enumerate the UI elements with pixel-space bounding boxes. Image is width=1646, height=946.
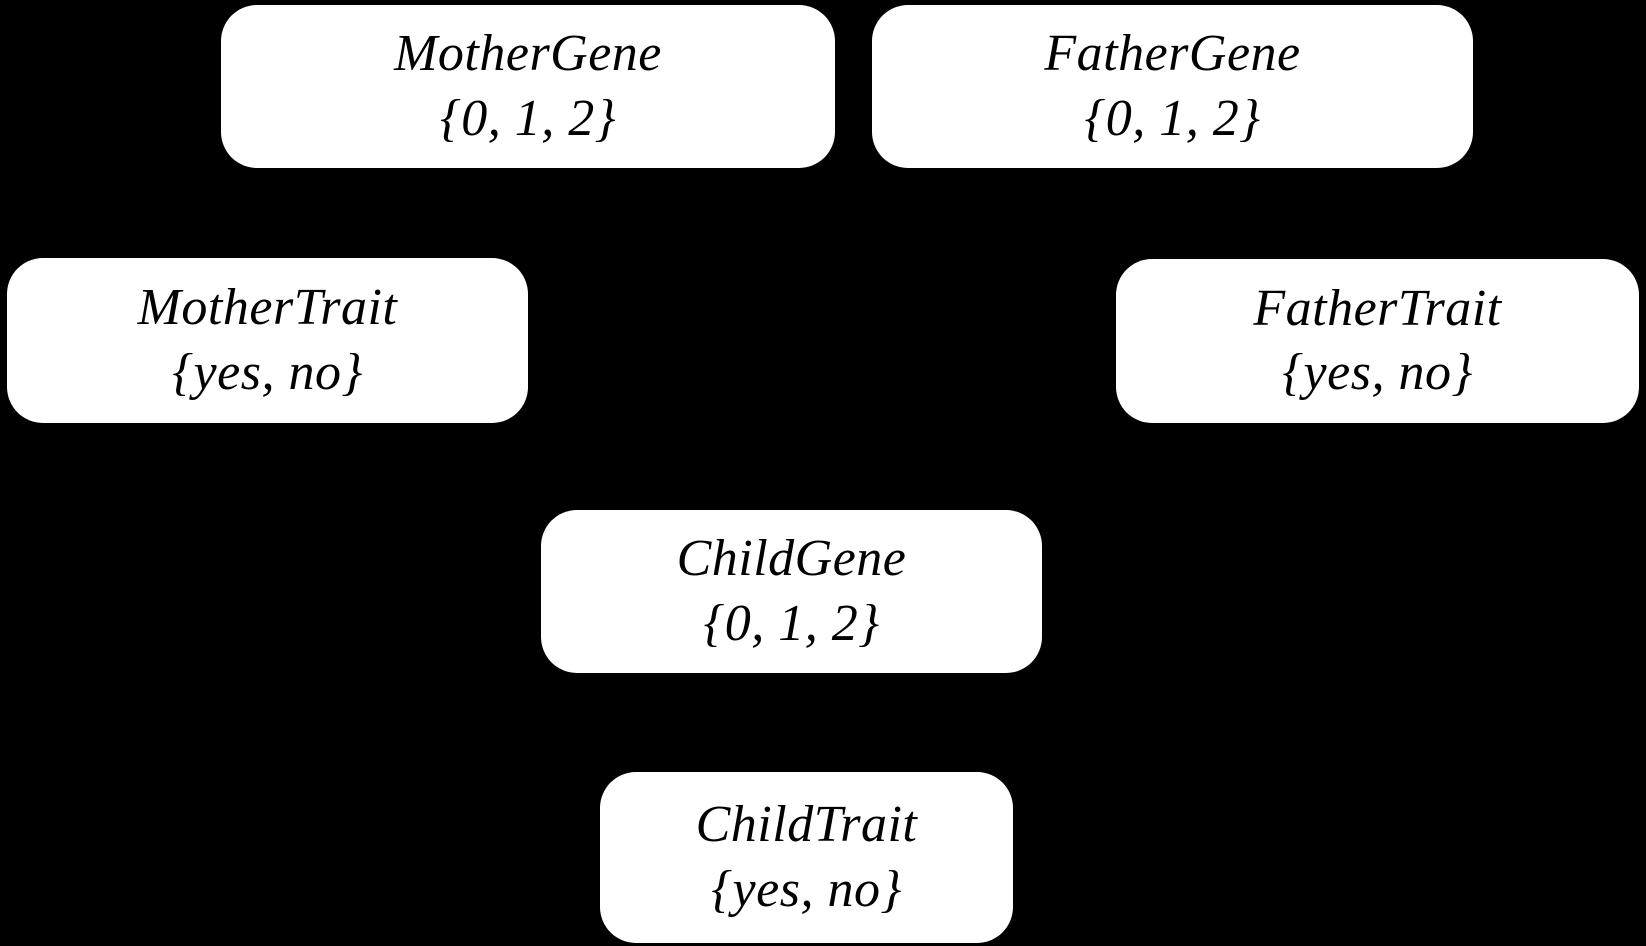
node-child-trait-domain: {yes, no} [711,860,902,918]
node-child-gene-label: ChildGene [676,530,907,588]
node-mother-gene-domain: {0, 1, 2} [439,89,617,147]
node-mother-gene[interactable]: MotherGene {0, 1, 2} [221,5,835,168]
node-child-gene[interactable]: ChildGene {0, 1, 2} [541,510,1042,673]
node-father-trait-domain: {yes, no} [1282,344,1473,401]
node-mother-gene-label: MotherGene [394,25,662,83]
node-mother-trait-domain: {yes, no} [172,343,363,401]
node-father-gene-label: FatherGene [1044,25,1301,83]
node-child-gene-domain: {0, 1, 2} [703,594,880,652]
node-father-trait[interactable]: FatherTrait {yes, no} [1116,259,1639,423]
node-father-gene-domain: {0, 1, 2} [1084,89,1261,147]
node-father-trait-label: FatherTrait [1253,279,1502,337]
node-father-gene[interactable]: FatherGene {0, 1, 2} [872,5,1473,168]
node-mother-trait[interactable]: MotherTrait {yes, no} [7,258,528,423]
node-child-trait-label: ChildTrait [695,796,918,854]
node-mother-trait-label: MotherTrait [137,279,398,337]
node-child-trait[interactable]: ChildTrait {yes, no} [600,772,1013,943]
